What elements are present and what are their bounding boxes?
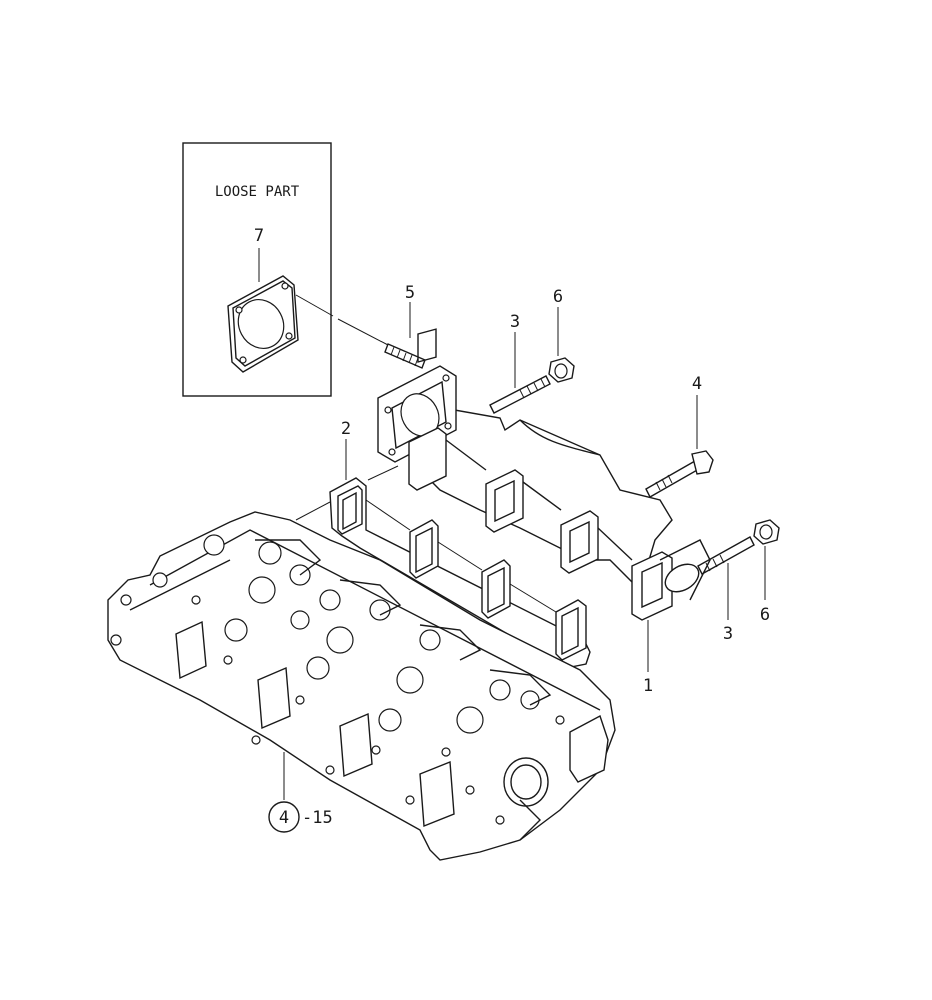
callout-7: 7 bbox=[254, 226, 264, 246]
loose-part-title: LOOSE PART bbox=[215, 184, 300, 200]
nut-6-lower: 6 bbox=[753, 519, 780, 625]
loose-part-box: LOOSE PART 7 bbox=[182, 142, 332, 397]
callout-2: 2 bbox=[341, 419, 351, 439]
exhaust-manifold-1: 1 bbox=[377, 328, 711, 696]
bolt-3-lower: 3 bbox=[697, 536, 755, 644]
reference-callout: 4 -15 bbox=[268, 801, 333, 833]
stud-5: 5 bbox=[384, 283, 426, 369]
reference-circle-label: 4 bbox=[279, 808, 289, 828]
callout-6-upper: 6 bbox=[553, 287, 563, 307]
gasket-7 bbox=[227, 275, 299, 373]
bolt-3-upper: 3 bbox=[489, 312, 551, 414]
reference-suffix: -15 bbox=[302, 808, 333, 828]
cylinder-head bbox=[107, 511, 616, 861]
callout-3-upper: 3 bbox=[510, 312, 520, 332]
bolt-4: 4 bbox=[645, 374, 714, 498]
callout-1: 1 bbox=[643, 676, 653, 696]
callout-4: 4 bbox=[692, 374, 702, 394]
gasket-2: 2 bbox=[329, 419, 591, 669]
callout-3-lower: 3 bbox=[723, 624, 733, 644]
callout-6-lower: 6 bbox=[760, 605, 770, 625]
nut-6-upper: 6 bbox=[548, 287, 575, 383]
callout-5: 5 bbox=[405, 283, 415, 303]
